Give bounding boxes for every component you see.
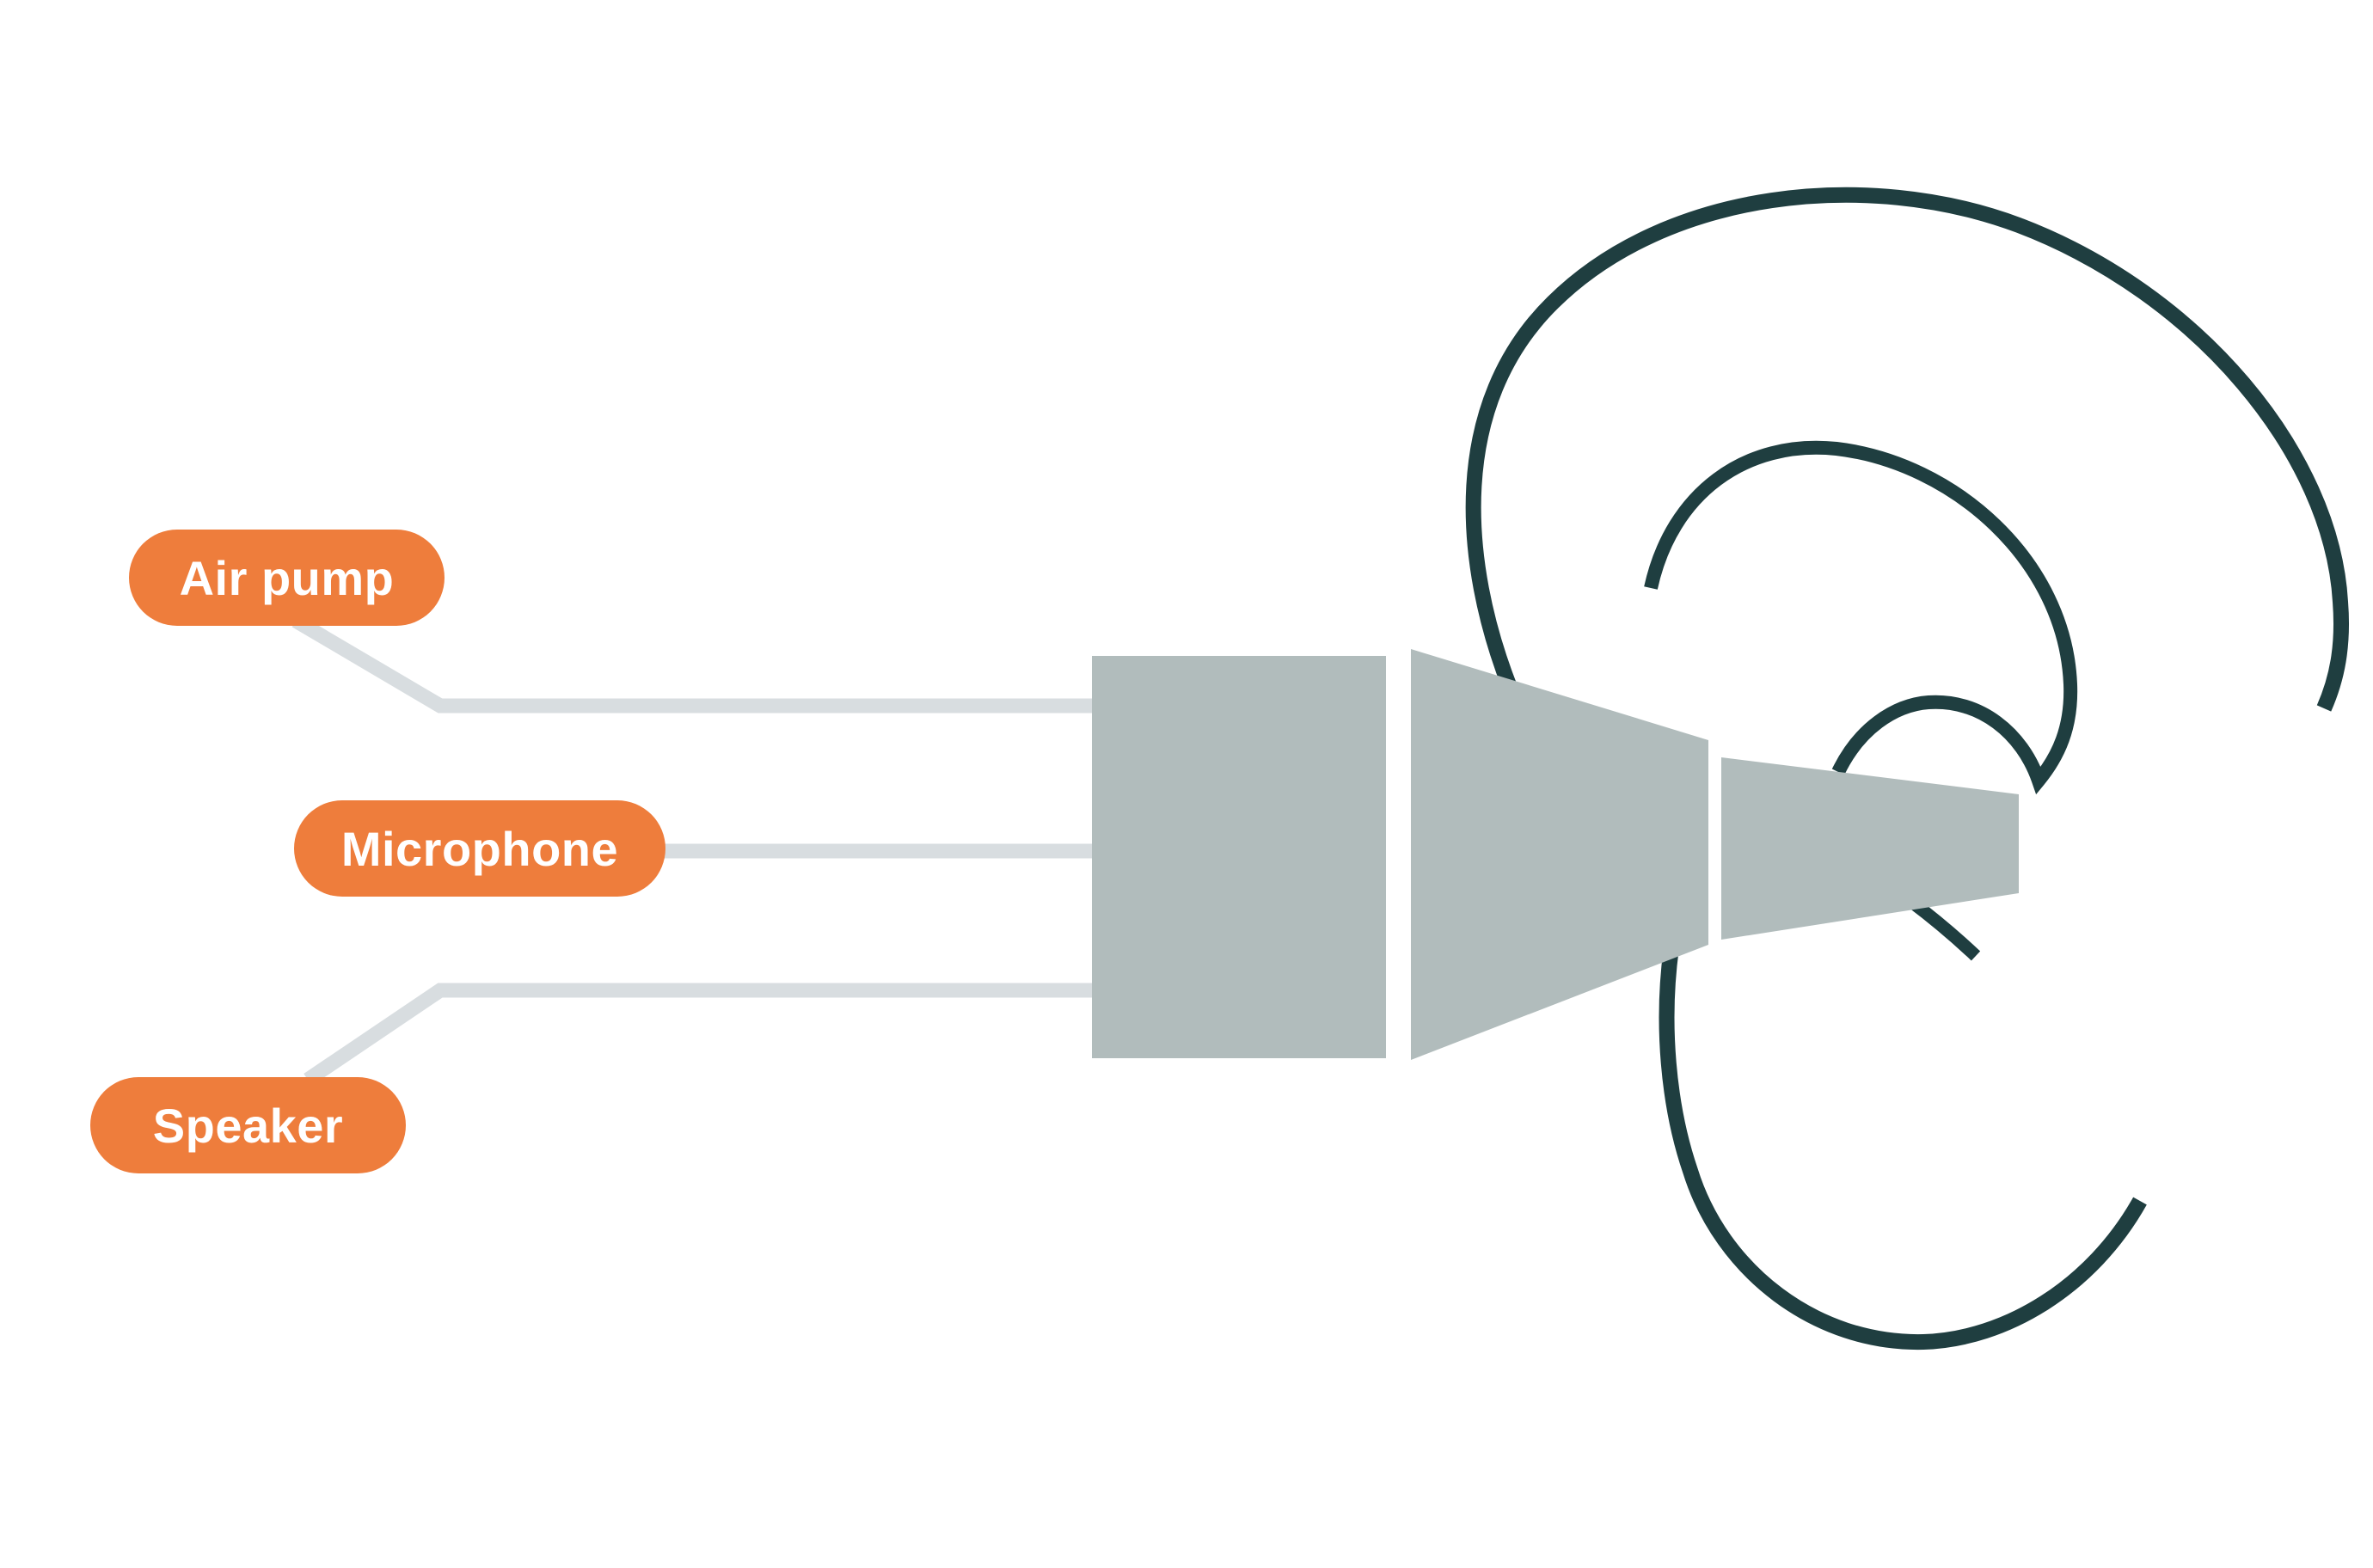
label-microphone: Microphone (294, 800, 665, 897)
air-pump-connector-line (291, 614, 1094, 714)
ear-helix-curve (1465, 187, 2350, 712)
speaker-connector-line (304, 983, 1094, 1087)
label-speaker: Speaker (90, 1077, 406, 1173)
probe-body (1092, 656, 1386, 1058)
connector-lines (291, 614, 1094, 1087)
probe-cone (1411, 649, 1708, 1060)
ear-tragus-line (1906, 896, 1981, 961)
label-microphone-text: Microphone (340, 821, 619, 876)
probe-ear-tip (1721, 757, 2019, 940)
label-speaker-text: Speaker (152, 1098, 344, 1153)
ear-lobe-curve (1659, 946, 2147, 1351)
ear-antihelix-curve (1644, 440, 2078, 795)
label-air-pump: Air pump (129, 530, 445, 626)
probe-device (1092, 649, 2019, 1060)
label-air-pump-text: Air pump (179, 550, 395, 605)
